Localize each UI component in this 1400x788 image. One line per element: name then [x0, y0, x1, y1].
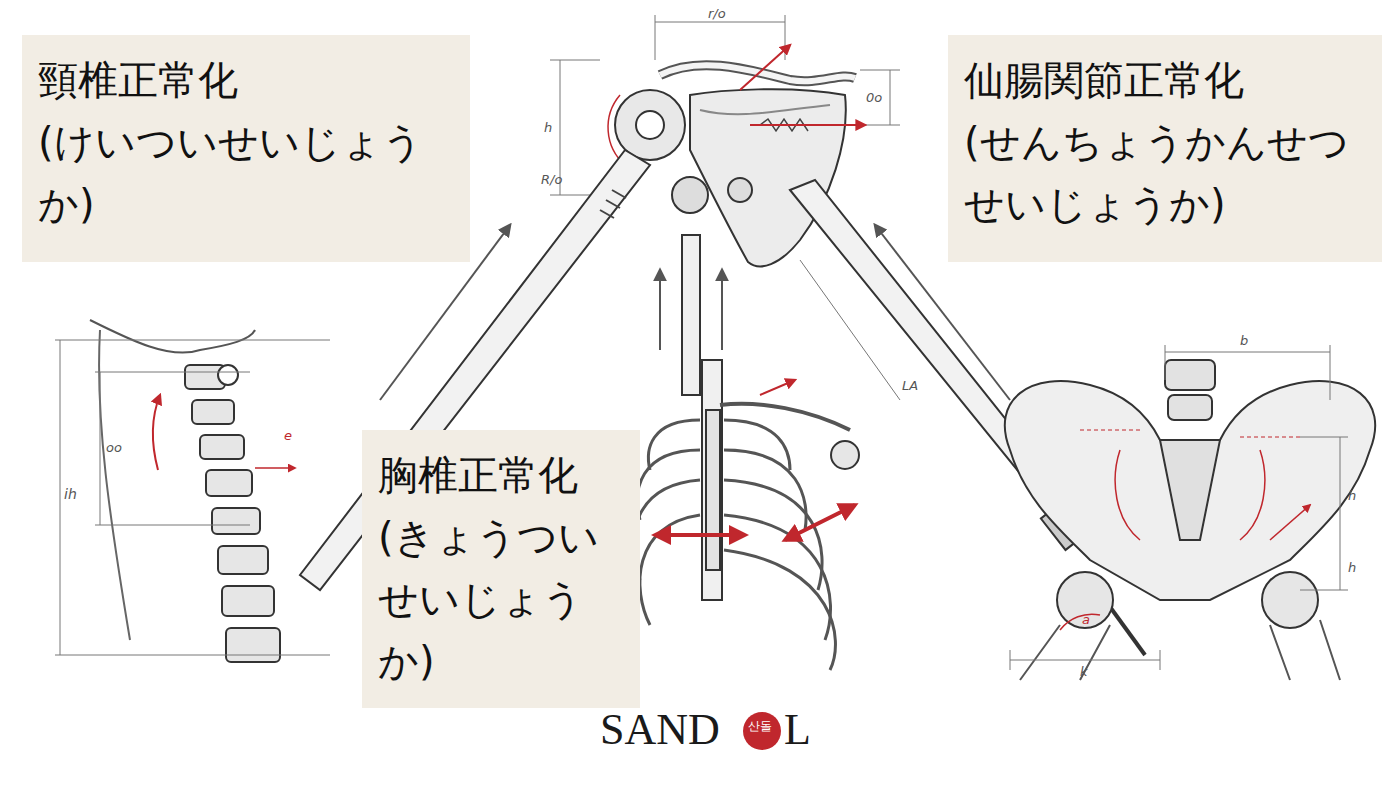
- label-box: 仙腸関節正常化(せんちょうかんせつせいじょうか): [948, 35, 1382, 262]
- logo-text: 산돌: [748, 720, 772, 732]
- box-reading: (せんちょうかんせつせいじょうか): [964, 111, 1366, 235]
- box-reading: (けいついせいじょうか): [38, 111, 454, 235]
- dimension-label: e: [284, 428, 292, 444]
- dimension-label: R/o: [541, 172, 562, 188]
- box-heading: 胸椎正常化: [378, 444, 624, 506]
- dimension-label: h: [544, 120, 552, 136]
- logo-text: L: [784, 704, 811, 757]
- label-box: 胸椎正常化(きょうついせいじょうか): [362, 430, 640, 708]
- dimension-label: oo: [106, 440, 122, 456]
- dimension-label: k: [1080, 664, 1088, 680]
- dimension-label: a: [1082, 612, 1090, 628]
- box-heading: 仙腸関節正常化: [964, 49, 1366, 111]
- dimension-label: h: [1348, 488, 1356, 504]
- dimension-label: b: [1240, 333, 1248, 349]
- logo-text: SAND: [600, 704, 720, 757]
- box-heading: 頸椎正常化: [38, 49, 454, 111]
- label-box: 頸椎正常化(けいついせいじょうか): [22, 35, 470, 262]
- dimension-label: 0o: [866, 90, 882, 106]
- box-reading: (きょうついせいじょうか): [378, 506, 624, 692]
- dimension-label: r/o: [708, 6, 726, 22]
- dimension-label: LA: [902, 378, 918, 394]
- dimension-label: ih: [64, 486, 77, 503]
- logo-mark: [743, 712, 781, 750]
- dimension-label: h: [1348, 560, 1356, 576]
